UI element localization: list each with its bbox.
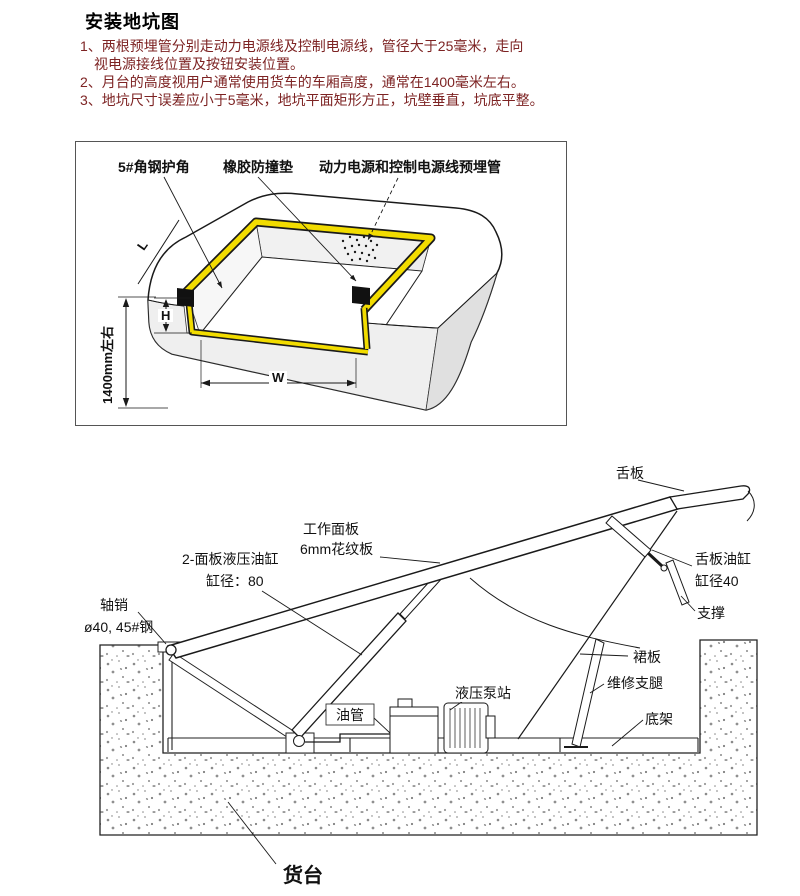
label-embedded-pipe: 动力电源和控制电源线预埋管 [319, 159, 501, 175]
dim-H-label: H [161, 308, 170, 323]
label-main-cyl-1: 2-面板液压油缸 [182, 551, 278, 567]
leader-corner-steel [163, 176, 223, 289]
leader-skirt [579, 653, 629, 657]
leveler-diagram: 舌板 工作面板 6mm花纹板 2-面板液压油缸 缸径：80 舌板油缸 缸径40 … [84, 465, 758, 887]
oil-pipe-label-box [325, 703, 375, 726]
leader-support [680, 595, 696, 612]
dim-W-label: W [272, 370, 285, 385]
cylinder-base-pin [293, 735, 305, 747]
pit-diagram-frame: L H W 1400m [75, 141, 567, 426]
motor [443, 702, 489, 754]
note-line-1: 1、两根预埋管分别走动力电源线及控制电源线，管径大于25毫米，走向 [80, 38, 524, 54]
label-axle-1: 轴销 [100, 597, 128, 613]
lip-cylinder-pin [660, 564, 668, 572]
leader-lip [637, 479, 685, 492]
leader-work-panel [379, 556, 441, 564]
leader-rubber-pad [257, 176, 357, 282]
rubber-bumper-left [177, 288, 194, 307]
leader-lip-cyl [651, 549, 693, 567]
block-right-face [425, 271, 498, 411]
note-line-1b: 视电源接线位置及按钮安装位置。 [80, 56, 304, 72]
label-work-panel-2: 6mm花纹板 [300, 541, 373, 557]
leader-embedded-pipe [367, 177, 399, 241]
label-work-panel-1: 工作面板 [303, 521, 359, 537]
oil-pipe [305, 733, 390, 743]
label-lip-cyl-2: 缸径40 [695, 573, 739, 589]
support-strut [665, 559, 690, 606]
pump-station [389, 698, 496, 754]
label-service-leg: 维修支腿 [607, 675, 663, 691]
note-line-2: 2、月台的高度视用户通常使用货车的车厢高度，通常在1400毫米左右。 [80, 74, 525, 90]
label-lip-cyl-1: 舌板油缸 [695, 551, 751, 567]
label-rubber-pad: 橡胶防撞垫 [223, 159, 293, 175]
page-title: 安装地坑图 [85, 12, 180, 32]
dim-H: H [154, 297, 192, 334]
dim-height-1400: 1400mm左右 [100, 296, 168, 409]
label-base-frame: 底架 [645, 711, 673, 727]
axle-pin [165, 644, 177, 656]
skirt-curve [469, 577, 641, 649]
corner-steel-band [184, 219, 434, 312]
label-support: 支撑 [697, 605, 725, 621]
concrete-pit [99, 639, 758, 836]
pit-diagram: L H W 1400m [100, 159, 503, 411]
dim-height-label: 1400mm左右 [100, 326, 115, 404]
lip-tip-curve [746, 490, 755, 522]
floor-steel-band [186, 293, 369, 354]
label-dock: 货台 [283, 863, 323, 887]
leader-service-leg [589, 683, 605, 694]
leader-main-cyl [261, 590, 363, 656]
rubber-bumper-right [352, 286, 370, 305]
lip [668, 485, 751, 510]
dim-W: W [200, 340, 357, 388]
lip-cylinder-rod [646, 551, 664, 568]
notes-block: 1、两根预埋管分别走动力电源线及控制电源线，管径大于25毫米，走向 视电源接线位… [80, 37, 544, 109]
leader-pump [449, 700, 464, 711]
label-main-cyl-2: 缸径：80 [206, 573, 264, 589]
label-oil-pipe: 油管 [336, 707, 364, 723]
embedded-pipe-stipple [341, 235, 379, 263]
label-skirt: 裙板 [633, 649, 661, 665]
linkage-arm [168, 652, 299, 742]
label-pump: 液压泵站 [455, 685, 511, 701]
leader-base-frame [611, 719, 644, 747]
leader-dock [227, 801, 277, 865]
label-corner-steel: 5#角钢护角 [118, 159, 190, 175]
label-lip: 舌板 [616, 465, 644, 481]
leveler-diagram-area: 舌板 工作面板 6mm花纹板 2-面板液压油缸 缸径：80 舌板油缸 缸径40 … [0, 450, 800, 896]
lip-cylinder [605, 515, 652, 558]
leader-oil-pipe [373, 717, 391, 734]
pump-label-bg [452, 684, 514, 702]
dim-L-label: L [134, 238, 151, 253]
leader-axle [137, 611, 167, 645]
leader-lines [137, 479, 696, 865]
note-line-3: 3、地坑尺寸误差应小于5毫米，地坑平面矩形方正，坑壁垂直，坑底平整。 [80, 92, 544, 108]
label-axle-2: ø40, 45#钢 [84, 619, 153, 635]
